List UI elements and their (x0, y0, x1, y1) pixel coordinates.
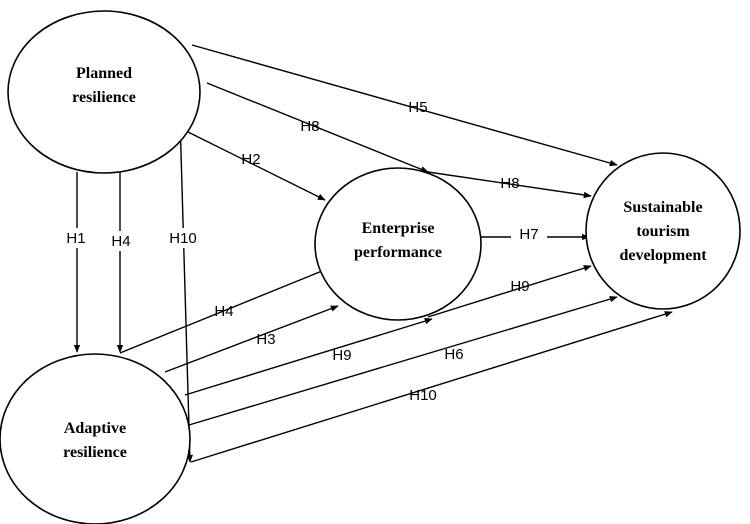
planned-resilience-label-line1: Planned (76, 65, 132, 82)
node-adaptive-resilience: Adaptive resilience (0, 353, 191, 524)
node-sustainable-tourism-development: Sustainable tourism development (585, 152, 741, 310)
edge-h10-vertical (179, 117, 193, 463)
enterprise-performance-label-line2: performance (354, 244, 442, 261)
edge-h10-lower (190, 311, 673, 463)
edge-h9-lower (184, 318, 433, 396)
label-h9-lower: H9 (332, 347, 351, 364)
label-h4-vertical: H4 (111, 233, 130, 250)
label-h10-vertical: H10 (169, 230, 197, 247)
label-h10-lower: H10 (409, 387, 437, 404)
label-h9-upper: H9 (510, 278, 529, 295)
label-h3: H3 (256, 331, 275, 348)
sustainable-tourism-label-line2: tourism (636, 223, 690, 240)
label-h1: H1 (66, 230, 85, 247)
label-h2: H2 (241, 151, 260, 168)
label-h6: H6 (444, 346, 463, 363)
edge-h9-upper (427, 265, 592, 318)
edge-h3 (164, 305, 339, 373)
sustainable-tourism-label-line3: development (619, 247, 707, 264)
label-h5: H5 (408, 99, 427, 116)
adaptive-resilience-label-line1: Adaptive (64, 420, 126, 437)
enterprise-performance-label-line1: Enterprise (362, 220, 435, 237)
edge-h8-upper (206, 82, 429, 173)
node-planned-resilience: Planned resilience (7, 10, 201, 174)
node-enterprise-performance: Enterprise performance (314, 167, 482, 321)
label-h8-upper: H8 (300, 118, 319, 135)
edge-h5 (191, 44, 618, 167)
edge-h2 (185, 130, 326, 201)
label-h8-lower: H8 (500, 175, 519, 192)
adaptive-resilience-label-line2: resilience (63, 444, 127, 461)
edge-h6 (188, 295, 618, 426)
edge-h4-diagonal (119, 268, 328, 354)
sustainable-tourism-label-line1: Sustainable (623, 199, 702, 216)
label-h4-diagonal: H4 (214, 303, 233, 320)
planned-resilience-label-line2: resilience (72, 89, 136, 106)
edge-h8-lower (427, 171, 592, 199)
label-h7: H7 (519, 226, 538, 243)
